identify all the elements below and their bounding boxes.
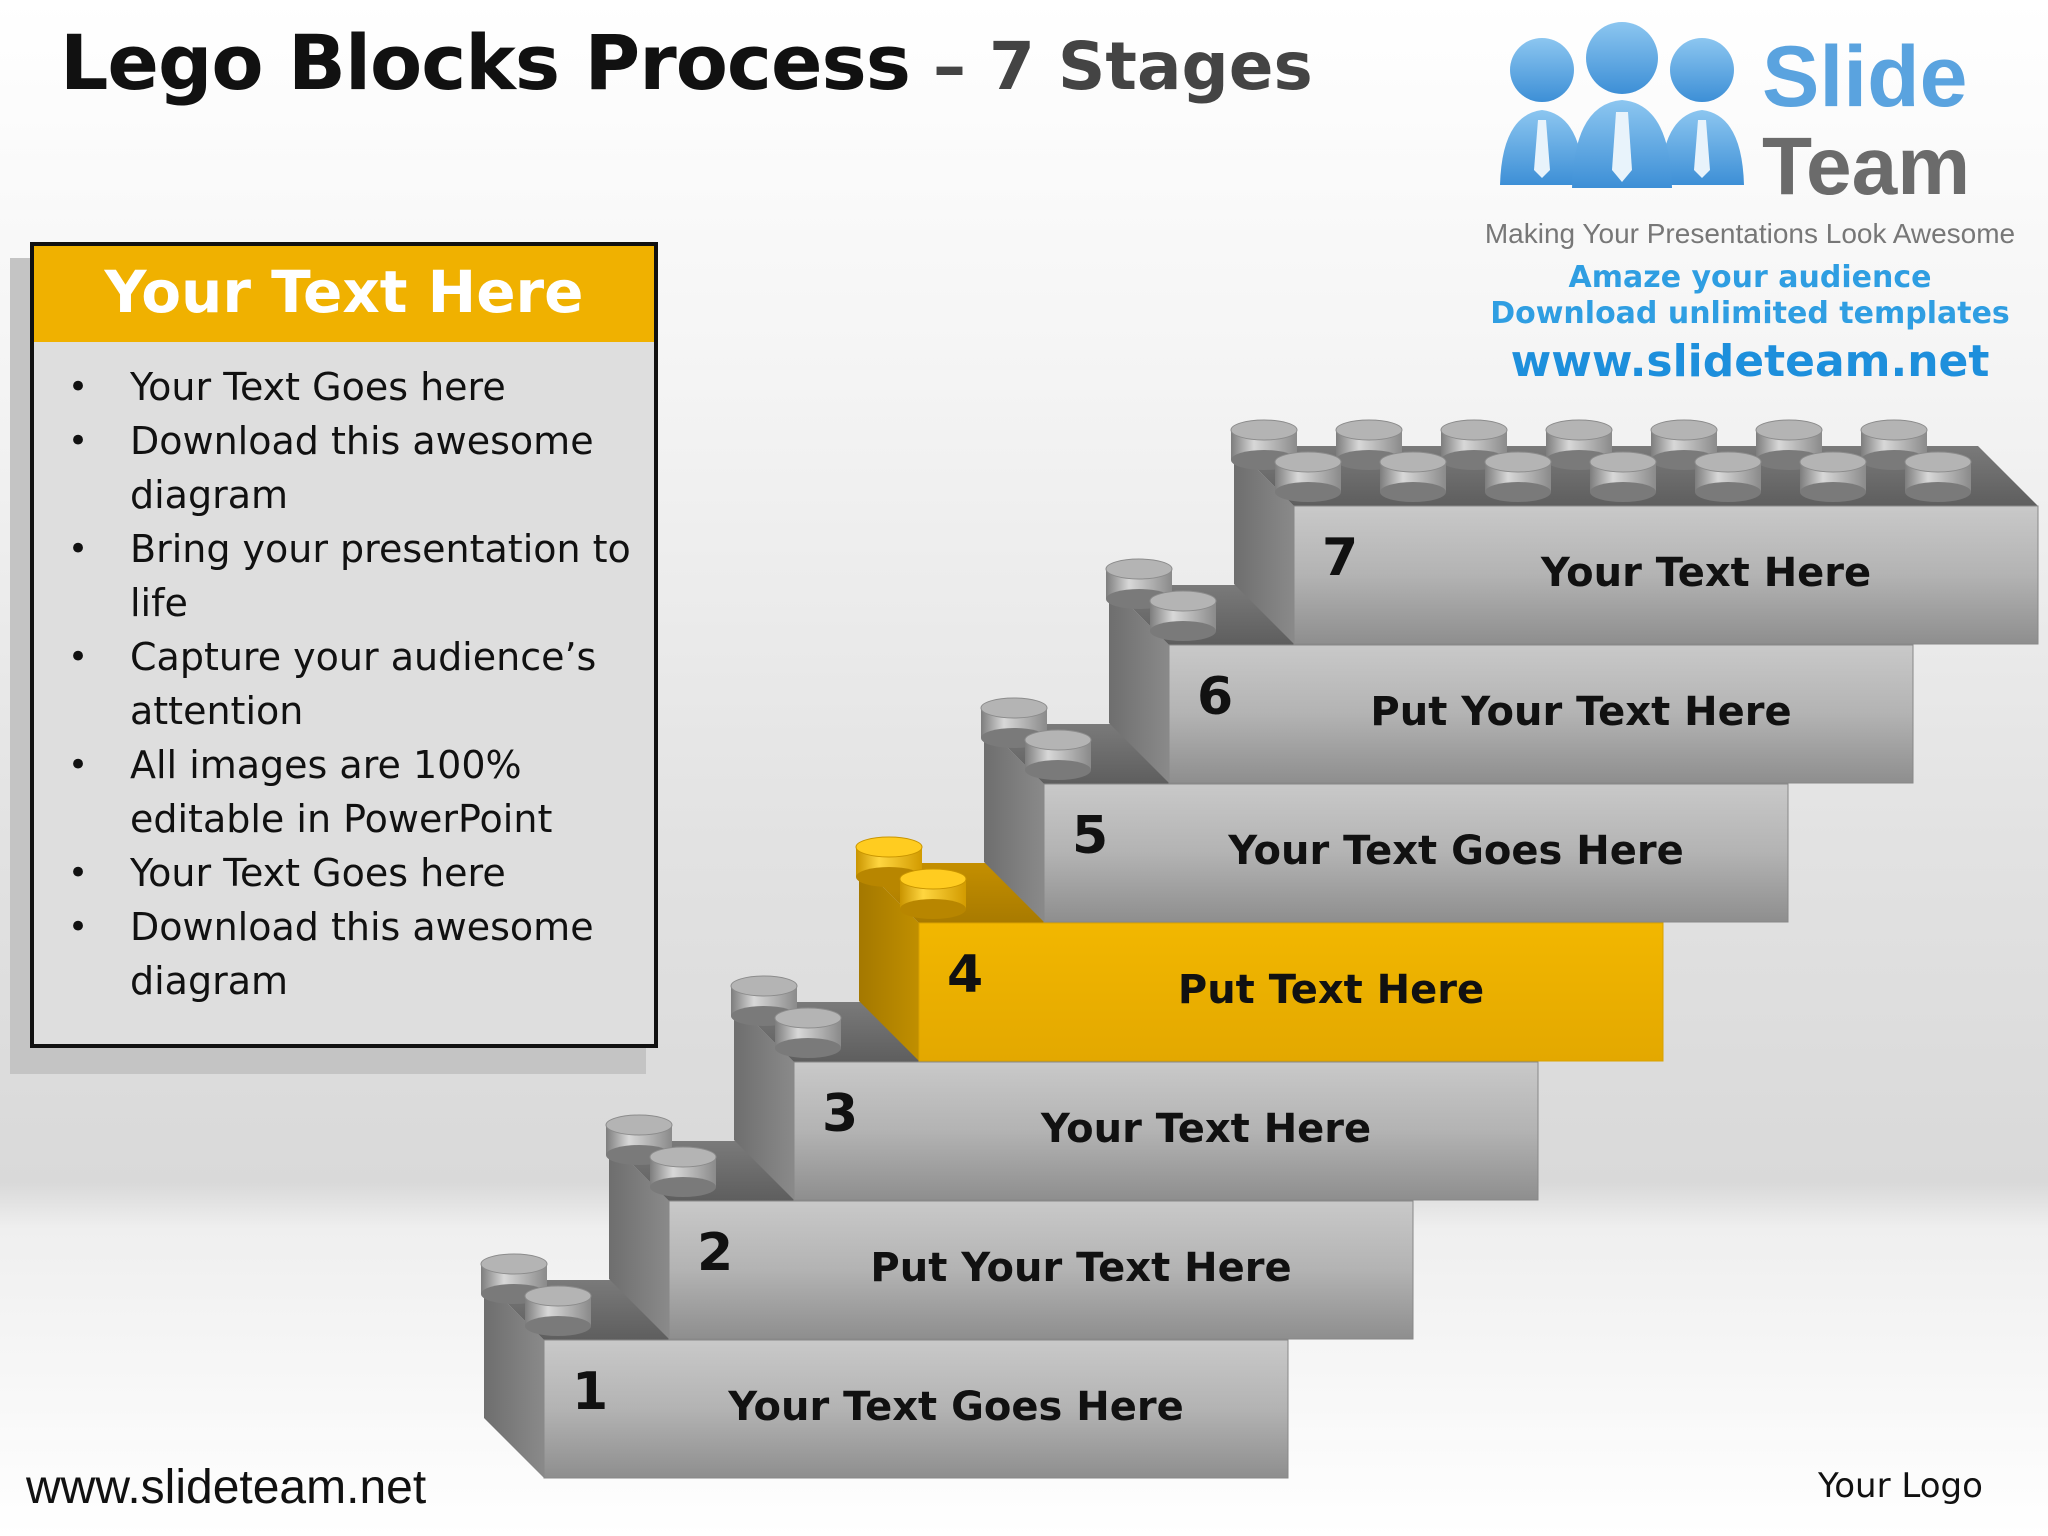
brick-stud-top <box>730 975 798 997</box>
brick-studs-4 <box>855 836 967 919</box>
title-sub: – 7 Stages <box>910 28 1313 105</box>
brick-stud-base <box>1485 482 1551 502</box>
brick-stud-base <box>1025 760 1091 780</box>
step-label-7[interactable]: Your Text Here <box>1540 550 1872 596</box>
brick-stud-top <box>480 1253 548 1275</box>
text-panel: Your Text Here Your Text Goes here Downl… <box>30 242 658 1048</box>
brick-studs-1 <box>480 1253 592 1336</box>
step-number-4: 4 <box>947 945 984 1005</box>
brick-front <box>918 922 1664 1062</box>
step-number-5: 5 <box>1072 806 1109 866</box>
brick-stud-base <box>1150 621 1216 641</box>
title-main: Lego Blocks Process <box>60 18 911 107</box>
brick-front <box>793 1061 1539 1201</box>
brick-stud-base <box>1800 482 1866 502</box>
brick-front <box>1043 783 1789 923</box>
brick-front <box>1293 505 2039 645</box>
bullet-item: All images are 100% editable in PowerPoi… <box>68 738 654 846</box>
brick-stud-top <box>1440 419 1508 441</box>
logo-url[interactable]: www.slideteam.net <box>1510 336 1990 387</box>
logo-promo-1: Amaze your audience <box>1568 260 1932 295</box>
step-label-5[interactable]: Your Text Goes Here <box>1228 828 1684 874</box>
brick-stud-base <box>1590 482 1656 502</box>
footer-url[interactable]: www.slideteam.net <box>26 1461 427 1514</box>
brick-stud-base <box>650 1177 716 1197</box>
step-label-4[interactable]: Put Text Here <box>1177 967 1485 1013</box>
brick-stud-base <box>1275 482 1341 502</box>
brick-front <box>543 1339 1289 1479</box>
step-label-1[interactable]: Your Text Goes Here <box>728 1384 1184 1430</box>
bullet-item: Download this awesome diagram <box>68 414 654 522</box>
brick-stud-top <box>1650 419 1718 441</box>
brick-stud-top <box>1589 451 1657 473</box>
logo-word-team: Team <box>1762 121 1971 212</box>
brick-stud-top <box>774 1007 842 1029</box>
step-number-3: 3 <box>822 1084 859 1144</box>
panel-heading: Your Text Here <box>34 246 654 342</box>
bullet-item: Your Text Goes here <box>68 846 654 900</box>
brick-stud-top <box>980 697 1048 719</box>
brick-stud-base <box>525 1316 591 1336</box>
logo-word-slide: Slide <box>1762 29 1968 125</box>
step-label-3[interactable]: Your Text Here <box>1040 1106 1372 1152</box>
lego-brick-5 <box>984 724 1789 923</box>
brick-stud-top <box>1755 419 1823 441</box>
bullet-item: Bring your presentation to life <box>68 522 654 630</box>
step-number-7: 7 <box>1322 528 1359 588</box>
slide-title: Lego Blocks Process – 7 Stages <box>60 18 1313 107</box>
brick-stud-top <box>649 1146 717 1168</box>
logo-tagline: Making Your Presentations Look Awesome <box>1484 218 2016 249</box>
brick-stud-top <box>1904 451 1972 473</box>
brick-studs-5 <box>980 697 1092 780</box>
step-number-6: 6 <box>1197 667 1234 727</box>
step-label-2[interactable]: Put Your Text Here <box>870 1245 1292 1291</box>
brick-stud-base <box>900 899 966 919</box>
brick-stud-top <box>1149 590 1217 612</box>
brick-stud-top <box>855 836 923 858</box>
brick-stud-top <box>1860 419 1928 441</box>
brick-stud-top <box>899 868 967 890</box>
brick-studs-6 <box>1105 558 1217 641</box>
brick-stud-base <box>1905 482 1971 502</box>
brick-stud-top <box>1484 451 1552 473</box>
brick-studs-2 <box>605 1114 717 1197</box>
brick-stud-top <box>1799 451 1867 473</box>
brick-stud-top <box>1274 451 1342 473</box>
bullet-item: Capture your audience’s attention <box>68 630 654 738</box>
step-label-6[interactable]: Put Your Text Here <box>1370 689 1792 735</box>
brick-stud-top <box>524 1285 592 1307</box>
bullet-item: Your Text Goes here <box>68 360 654 414</box>
step-number-1: 1 <box>572 1362 609 1422</box>
brick-stud-top <box>1105 558 1173 580</box>
brick-stud-top <box>1335 419 1403 441</box>
brick-stud-top <box>605 1114 673 1136</box>
brick-stud-base <box>1380 482 1446 502</box>
slideteam-logo: Slide Team Making Your Presentations Loo… <box>1470 20 2030 387</box>
brick-stud-top <box>1024 729 1092 751</box>
lego-brick-2 <box>609 1141 1414 1340</box>
brick-studs-7 <box>1230 419 1972 502</box>
brick-front <box>668 1200 1414 1340</box>
people-icon <box>1500 22 1744 188</box>
footer-logo-placeholder: Your Logo <box>1818 1466 1983 1506</box>
brick-stud-base <box>1695 482 1761 502</box>
brick-front <box>1168 644 1914 784</box>
brick-stud-top <box>1545 419 1613 441</box>
bullet-item: Download this awesome diagram <box>68 900 654 1008</box>
brick-stud-base <box>775 1038 841 1058</box>
logo-promo-2: Download unlimited templates <box>1490 296 2010 331</box>
brick-stud-top <box>1379 451 1447 473</box>
step-number-2: 2 <box>697 1223 734 1283</box>
brick-studs-3 <box>730 975 842 1058</box>
brick-stud-top <box>1694 451 1762 473</box>
brick-stud-top <box>1230 419 1298 441</box>
bullet-list: Your Text Goes here Download this awesom… <box>34 360 654 1008</box>
